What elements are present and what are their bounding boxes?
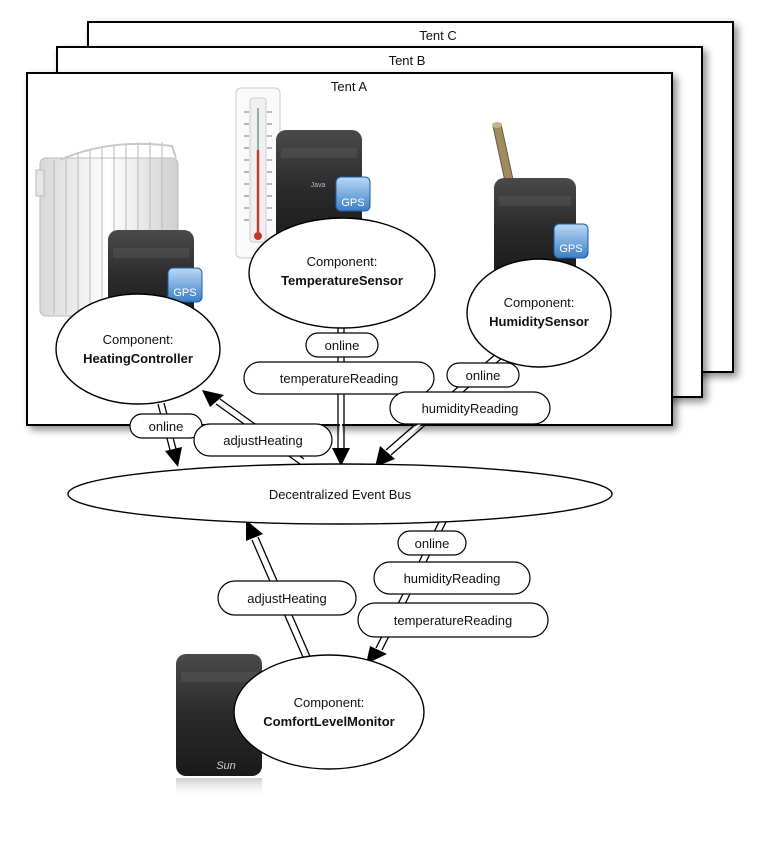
thermometer-image (235, 87, 281, 259)
sunspot-device-comfort: Sun (176, 654, 262, 798)
component-prefix: Component: (294, 695, 365, 710)
tent-a-label: Tent A (331, 79, 367, 94)
component-humidity-sensor[interactable]: Component: HumiditySensor (466, 258, 612, 368)
event-label: adjustHeating (247, 591, 327, 606)
sunspot-device-humidity: GPS (494, 178, 589, 278)
gps-badge-label: GPS (559, 243, 582, 255)
tent-b-label: Tent B (389, 53, 426, 68)
event-label: online (149, 419, 184, 434)
event-online-humidity: online (446, 362, 520, 388)
event-temperature-reading-bottom: temperatureReading (357, 602, 549, 638)
tent-c-label: Tent C (419, 28, 457, 43)
component-name: ComfortLevelMonitor (263, 714, 394, 729)
event-label: temperatureReading (394, 613, 513, 628)
component-prefix: Component: (307, 254, 378, 269)
event-label: online (466, 368, 501, 383)
event-label: temperatureReading (280, 371, 399, 386)
event-temperature-reading: temperatureReading (243, 361, 435, 395)
component-heating-controller[interactable]: Component: HeatingController (55, 293, 221, 405)
component-prefix: Component: (504, 295, 575, 310)
gps-badge (167, 267, 203, 303)
device-java-label: Java (311, 182, 326, 189)
event-humidity-reading-bottom: humidityReading (373, 561, 531, 595)
device-brand-label: Sun (216, 760, 236, 772)
event-label: humidityReading (404, 571, 501, 586)
component-name: TemperatureSensor (281, 273, 403, 288)
gps-badge-label: GPS (173, 287, 196, 299)
gps-badge-label: GPS (341, 197, 364, 209)
component-name: HumiditySensor (489, 314, 589, 329)
event-adjust-heating-top: adjustHeating (193, 423, 333, 457)
event-adjust-heating-bottom: adjustHeating (217, 580, 357, 616)
component-comfort-level-monitor[interactable]: Component: ComfortLevelMonitor (233, 654, 425, 770)
event-label: adjustHeating (223, 433, 303, 448)
event-bus-label: Decentralized Event Bus (269, 487, 412, 502)
gps-badge (335, 176, 371, 212)
component-name: HeatingController (83, 351, 193, 366)
component-temperature-sensor[interactable]: Component: TemperatureSensor (248, 217, 436, 329)
event-humidity-reading: humidityReading (389, 391, 551, 425)
event-label: online (415, 536, 450, 551)
event-online-heating: online (129, 413, 203, 439)
gps-badge (553, 223, 589, 259)
event-bus[interactable]: Decentralized Event Bus (67, 463, 613, 525)
event-label: online (325, 338, 360, 353)
component-prefix: Component: (103, 332, 174, 347)
event-online-temperature: online (305, 332, 379, 358)
event-online-bottom: online (397, 530, 467, 556)
event-label: humidityReading (422, 401, 519, 416)
